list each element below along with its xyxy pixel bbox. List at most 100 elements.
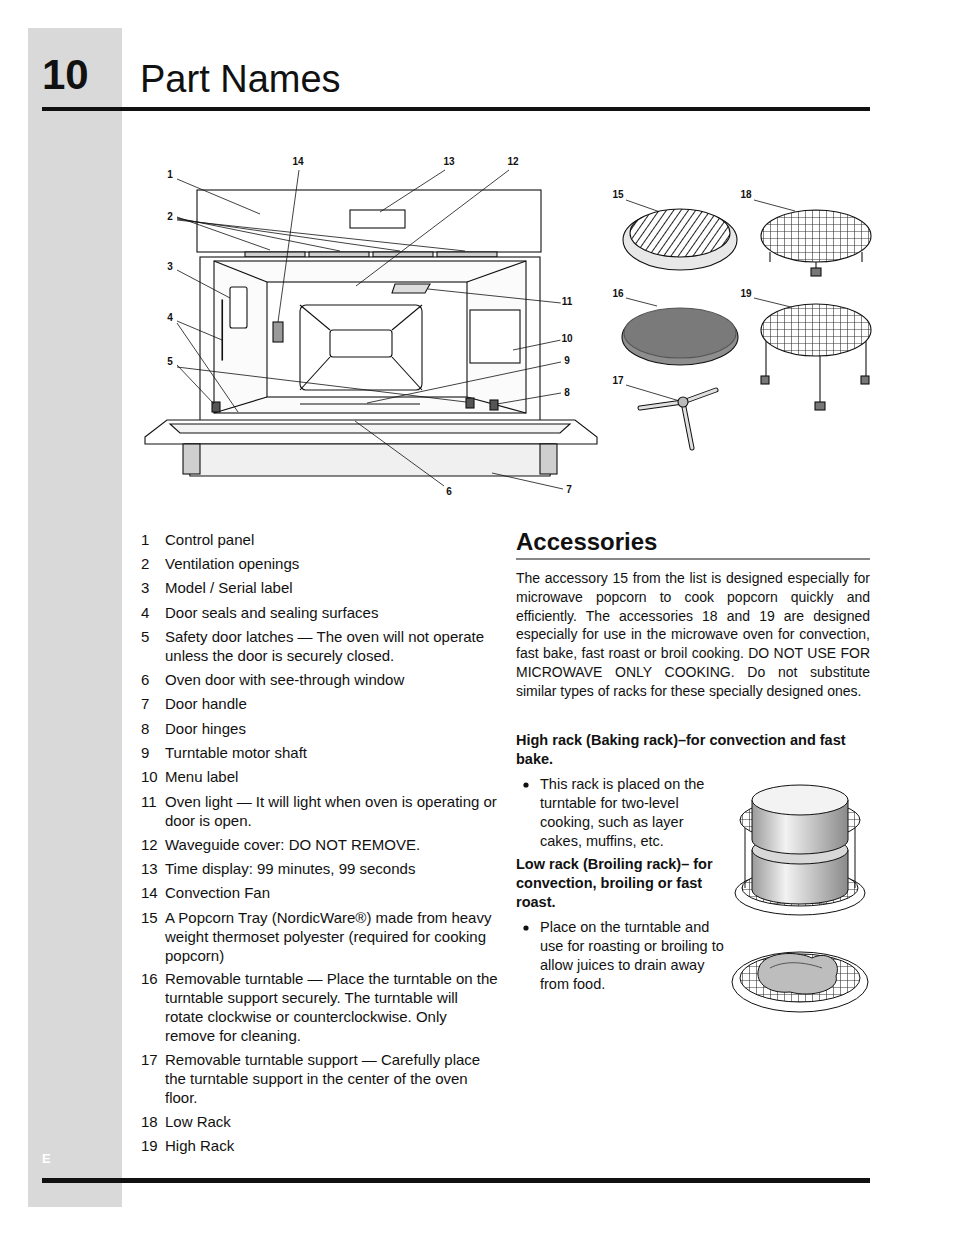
list-number: 9 xyxy=(141,743,149,762)
list-number: 4 xyxy=(141,603,149,622)
body-text: The accessory 15 from the list is design… xyxy=(516,569,870,701)
part-name: Oven light — It will light when oven is … xyxy=(165,792,500,830)
accessory-drawings xyxy=(769,252,770,262)
oven-illustration xyxy=(373,252,433,257)
accessory-drawings xyxy=(761,376,769,384)
rack-photos xyxy=(740,954,860,1002)
part-name: Convection Fan xyxy=(165,883,500,902)
callout-number: 6 xyxy=(445,486,453,498)
part-name: Door seals and sealing surfaces xyxy=(165,603,500,622)
rack-photos xyxy=(758,954,838,995)
rack-photos xyxy=(770,963,822,968)
rack-photos xyxy=(732,785,868,1012)
rack-photos xyxy=(855,820,856,888)
oven-illustration xyxy=(350,210,405,228)
accessory-drawings xyxy=(811,268,821,276)
oven-illustration xyxy=(392,357,422,390)
part-name: Safety door latches — The oven will not … xyxy=(165,627,500,665)
oven-illustration xyxy=(300,305,422,390)
accessory-drawings xyxy=(630,209,730,257)
part-name: Time display: 99 minutes, 99 seconds xyxy=(165,859,500,878)
callout-number: 11 xyxy=(561,296,574,308)
leader-line xyxy=(497,393,561,404)
list-number: 19 xyxy=(141,1136,158,1155)
leader-line xyxy=(177,217,270,250)
leader-line xyxy=(513,340,561,350)
part-name: Removable turntable — Place the turntabl… xyxy=(165,969,500,1045)
part-name: Control panel xyxy=(165,530,500,549)
accessory-drawings xyxy=(640,390,716,448)
oven-illustration xyxy=(214,397,267,413)
oven-illustration xyxy=(300,403,420,404)
page-number: 10 xyxy=(42,50,89,100)
oven-illustration xyxy=(273,322,283,342)
list-number: 2 xyxy=(141,554,149,573)
page-frame xyxy=(28,28,122,1207)
list-number: 5 xyxy=(141,627,149,646)
list-number: 18 xyxy=(141,1112,158,1131)
leader-line xyxy=(177,220,465,251)
callout-number: 7 xyxy=(565,484,573,496)
leader-line xyxy=(626,200,660,212)
oven-illustration xyxy=(267,282,467,397)
part-name: A Popcorn Tray (NordicWare®) made from h… xyxy=(165,908,500,965)
callout-number: 15 xyxy=(611,189,624,201)
bullet xyxy=(523,925,528,930)
accessory-drawings xyxy=(622,209,871,448)
oven-illustration xyxy=(200,257,540,427)
leader-line xyxy=(626,298,657,306)
oven-illustration xyxy=(470,310,520,363)
oven-illustration xyxy=(230,287,247,328)
callout-number: 17 xyxy=(611,375,624,387)
list-number: 1 xyxy=(141,530,149,549)
accessory-drawings xyxy=(640,390,716,448)
callout-number: 14 xyxy=(291,156,304,168)
part-name: Menu label xyxy=(165,767,500,786)
accessory-drawings xyxy=(624,308,736,358)
callout-number: 18 xyxy=(739,189,752,201)
bullet xyxy=(523,782,528,787)
list-number: 8 xyxy=(141,719,149,738)
accessory-drawings xyxy=(622,309,738,365)
oven-illustration xyxy=(467,397,526,413)
oven-illustration xyxy=(183,444,200,474)
section-heading: Accessories xyxy=(516,527,657,557)
leader-line xyxy=(367,362,561,403)
page-title: Part Names xyxy=(140,56,341,102)
accessory-drawings xyxy=(815,402,825,410)
callout-number: 5 xyxy=(166,356,174,368)
oven-illustration xyxy=(467,261,526,282)
subheading: High rack (Baking rack)–for convection a… xyxy=(516,731,870,769)
oven-illustration xyxy=(214,261,267,282)
part-name: Removable turntable support — Carefully … xyxy=(165,1050,500,1107)
page-frame xyxy=(516,558,870,559)
callout-number: 10 xyxy=(560,333,573,345)
callout-number: 4 xyxy=(166,312,174,324)
part-name: Turntable motor shaft xyxy=(165,743,500,762)
callout-number: 2 xyxy=(166,211,174,223)
part-name: Waveguide cover: DO NOT REMOVE. xyxy=(165,835,500,854)
part-name: High Rack xyxy=(165,1136,500,1155)
list-number: 7 xyxy=(141,694,149,713)
accessory-drawings xyxy=(861,376,869,384)
part-name: Ventilation openings xyxy=(165,554,500,573)
rack-photos xyxy=(732,952,868,1012)
leader-line xyxy=(177,170,795,489)
leader-line xyxy=(177,270,230,298)
accessory-drawings xyxy=(819,355,820,408)
accessory-drawings xyxy=(623,210,737,270)
leader-line xyxy=(492,473,563,489)
part-name: Door hinges xyxy=(165,719,500,738)
oven-illustration xyxy=(245,252,305,257)
leader-line xyxy=(355,421,444,486)
leader-line xyxy=(177,323,238,412)
oven-illustration xyxy=(185,444,555,476)
list-number: 14 xyxy=(141,883,158,902)
leader-line xyxy=(754,298,795,308)
leader-line xyxy=(278,170,299,322)
list-number: 6 xyxy=(141,670,149,689)
accessory-drawings xyxy=(861,252,862,262)
leader-line xyxy=(754,200,795,211)
callout-number: 13 xyxy=(442,156,455,168)
